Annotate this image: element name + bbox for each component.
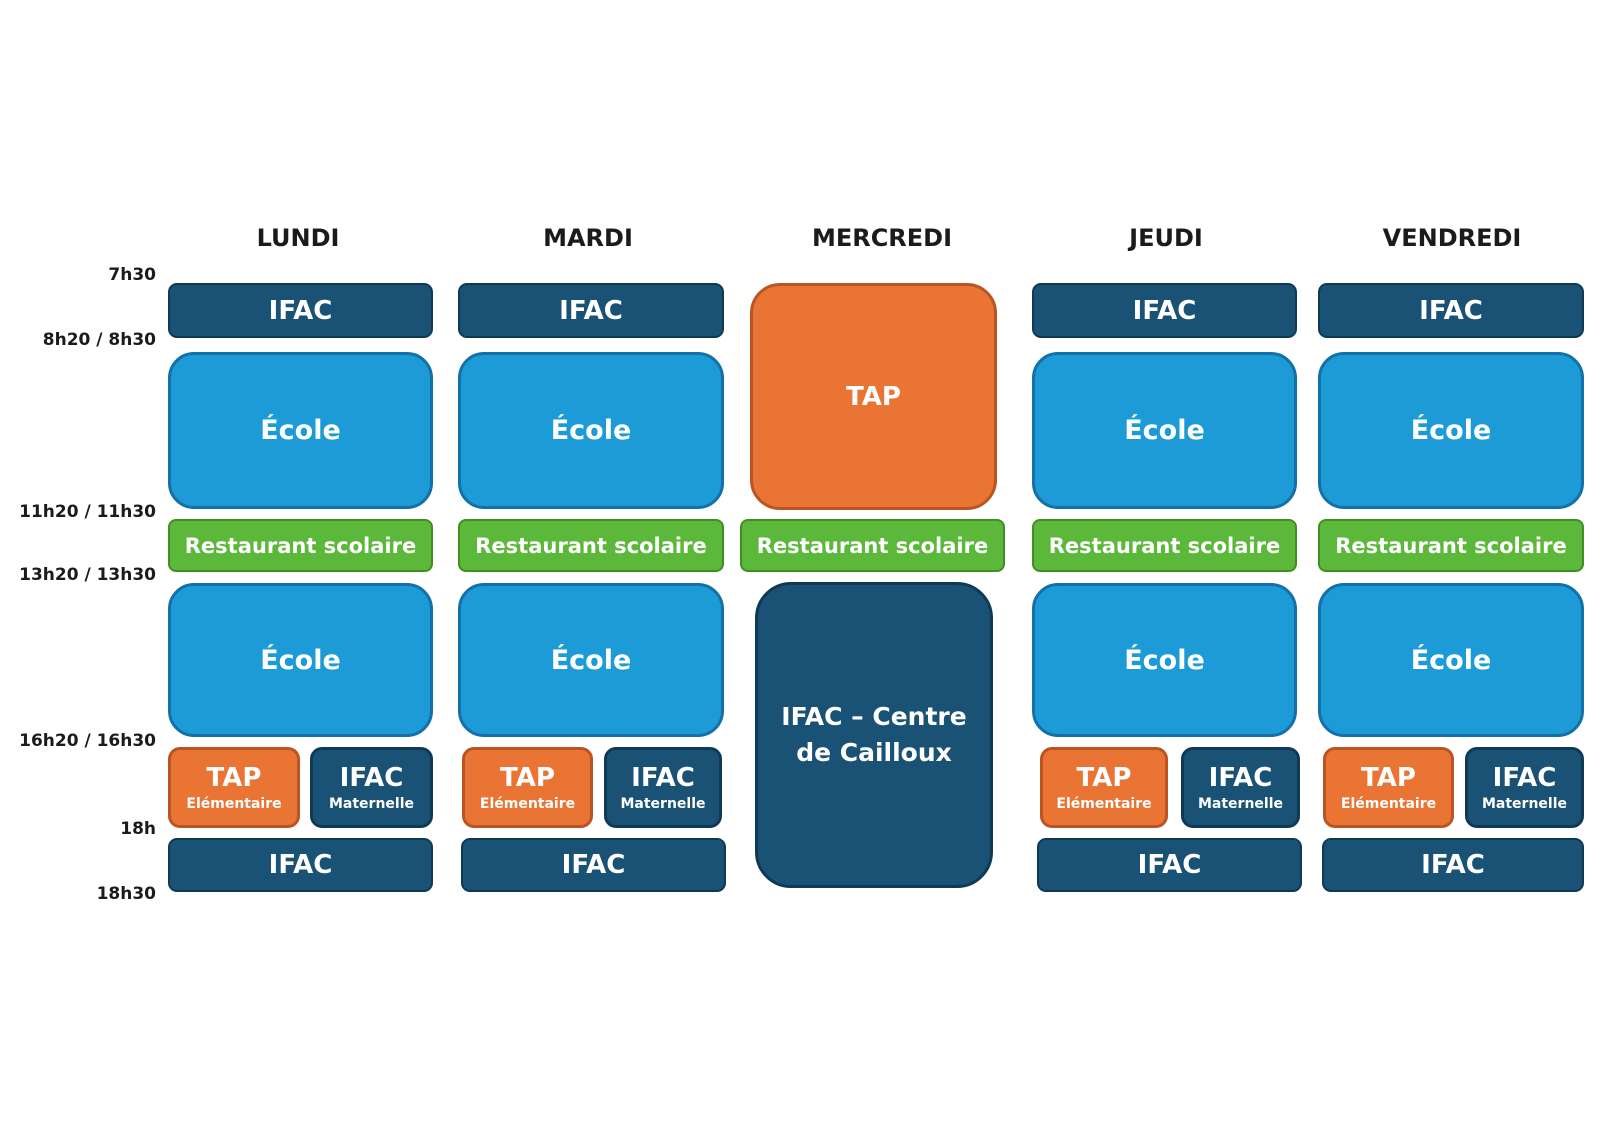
block-label: École	[260, 644, 341, 676]
jeudi-ecole-afternoon: École	[1032, 583, 1297, 737]
jeudi-ifac-evening: IFAC	[1037, 838, 1302, 892]
lundi-restaurant-scolaire: Restaurant scolaire	[168, 519, 433, 572]
lundi-tap-elementaire: TAP Elémentaire	[168, 747, 300, 828]
block-sublabel: Maternelle	[1481, 795, 1568, 812]
block-label: IFAC	[1137, 850, 1202, 880]
block-label: Restaurant scolaire	[756, 533, 989, 558]
block-sublabel: Maternelle	[1197, 795, 1284, 812]
block-label: TAP	[846, 381, 901, 412]
vendredi-tap-elementaire: TAP Elémentaire	[1323, 747, 1454, 828]
time-label: 18h30	[96, 884, 156, 904]
block-label: École	[1410, 415, 1492, 446]
block-label: IFAC	[339, 762, 404, 793]
day-header-mardi: MARDI	[543, 224, 633, 252]
vendredi-ifac-morning: IFAC	[1318, 283, 1584, 338]
vendredi-ifac-maternelle: IFAC Maternelle	[1465, 747, 1584, 828]
block-label-line2: de Cailloux	[796, 738, 952, 767]
jeudi-tap-elementaire: TAP Elémentaire	[1040, 747, 1168, 828]
block-label: IFAC	[1208, 762, 1273, 793]
block-label: École	[1124, 644, 1205, 676]
day-header-vendredi: VENDREDI	[1382, 224, 1522, 252]
vendredi-ifac-evening: IFAC	[1322, 838, 1584, 892]
block-label: IFAC	[559, 295, 623, 326]
block-label: École	[1124, 415, 1205, 446]
block-label: IFAC	[1492, 762, 1557, 793]
block-label: IFAC	[561, 850, 626, 880]
block-sublabel: Elémentaire	[479, 795, 576, 812]
block-label: TAP	[500, 762, 555, 793]
time-label: 11h20 / 11h30	[19, 502, 156, 522]
block-sublabel: Maternelle	[620, 795, 706, 812]
block-label: Restaurant scolaire	[184, 533, 417, 558]
block-label-line1: IFAC – Centre	[781, 702, 967, 731]
block-label: École	[1410, 644, 1492, 676]
block-label: Restaurant scolaire	[1048, 533, 1281, 558]
mardi-restaurant-scolaire: Restaurant scolaire	[458, 519, 724, 572]
mercredi-ifac-centre-de-cailloux: IFAC – Centre de Cailloux	[755, 582, 993, 888]
block-label: École	[260, 415, 341, 446]
mardi-ecole-morning: École	[458, 352, 724, 509]
block-label: IFAC	[268, 295, 333, 326]
block-label: IFAC	[631, 762, 695, 793]
mardi-tap-elementaire: TAP Elémentaire	[462, 747, 593, 828]
time-label: 18h	[120, 819, 156, 839]
time-label: 7h30	[108, 265, 156, 285]
day-header-lundi: LUNDI	[256, 224, 340, 252]
vendredi-ecole-afternoon: École	[1318, 583, 1584, 737]
block-sublabel: Elémentaire	[1340, 795, 1437, 812]
day-header-mercredi: MERCREDI	[811, 224, 953, 252]
block-sublabel: Elémentaire	[186, 795, 282, 812]
time-label: 8h20 / 8h30	[42, 330, 156, 350]
mardi-ecole-afternoon: École	[458, 583, 724, 737]
block-label: IFAC	[1132, 295, 1197, 326]
block-label: TAP	[206, 762, 262, 793]
vendredi-ecole-morning: École	[1318, 352, 1584, 509]
day-header-jeudi: JEUDI	[1129, 224, 1203, 252]
lundi-ifac-maternelle: IFAC Maternelle	[310, 747, 433, 828]
lundi-ecole-afternoon: École	[168, 583, 433, 737]
block-label: Restaurant scolaire	[475, 533, 707, 558]
block-sublabel: Maternelle	[328, 795, 415, 812]
block-label: École	[550, 415, 632, 446]
block-label: IFAC	[1421, 850, 1485, 880]
mardi-ifac-morning: IFAC	[458, 283, 724, 338]
time-label: 16h20 / 16h30	[19, 731, 156, 751]
block-label: IFAC	[1419, 295, 1483, 326]
vendredi-restaurant-scolaire: Restaurant scolaire	[1318, 519, 1584, 572]
block-label: TAP	[1076, 762, 1132, 793]
mercredi-tap-morning: TAP	[750, 283, 997, 510]
jeudi-restaurant-scolaire: Restaurant scolaire	[1032, 519, 1297, 572]
block-label: Restaurant scolaire	[1335, 533, 1567, 558]
block-label: TAP	[1361, 762, 1416, 793]
lundi-ecole-morning: École	[168, 352, 433, 509]
mardi-ifac-maternelle: IFAC Maternelle	[604, 747, 722, 828]
jeudi-ifac-maternelle: IFAC Maternelle	[1181, 747, 1300, 828]
jeudi-ifac-morning: IFAC	[1032, 283, 1297, 338]
mercredi-restaurant-scolaire: Restaurant scolaire	[740, 519, 1005, 572]
time-label: 13h20 / 13h30	[19, 565, 156, 585]
block-label: IFAC	[268, 850, 333, 880]
block-label: École	[550, 644, 632, 676]
jeudi-ecole-morning: École	[1032, 352, 1297, 509]
block-sublabel: Elémentaire	[1056, 795, 1152, 812]
mardi-ifac-evening: IFAC	[461, 838, 726, 892]
lundi-ifac-morning: IFAC	[168, 283, 433, 338]
lundi-ifac-evening: IFAC	[168, 838, 433, 892]
